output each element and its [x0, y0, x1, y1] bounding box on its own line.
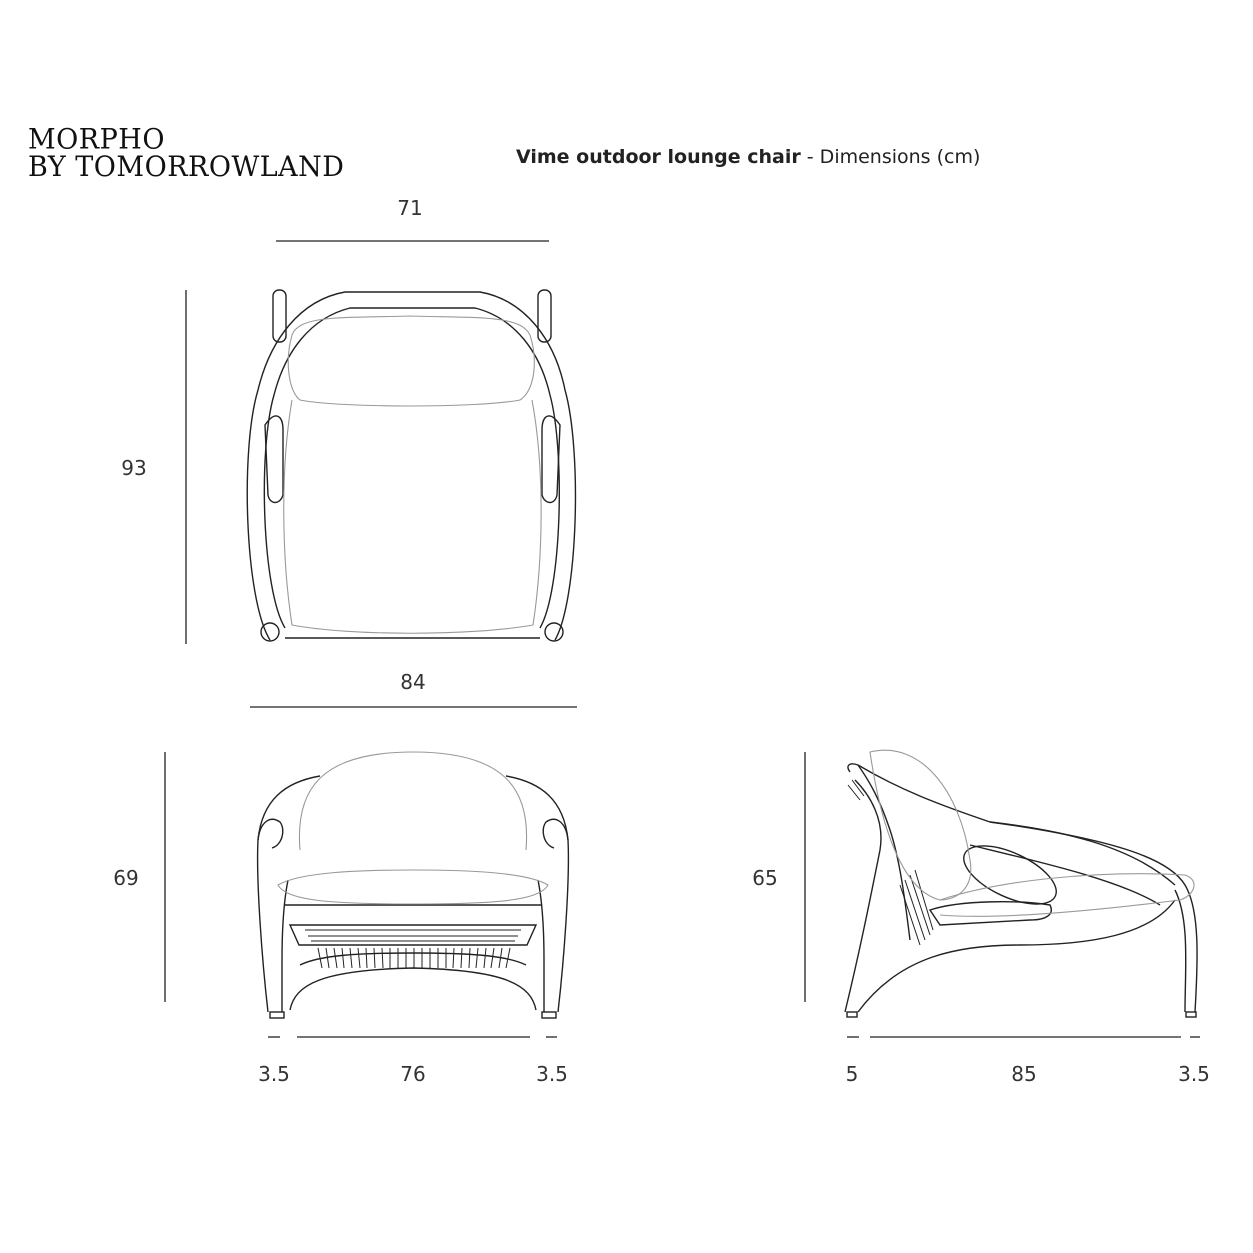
- product-name: Vime outdoor lounge chair: [516, 146, 801, 168]
- chair-side-view: [844, 763, 1198, 1018]
- side-view-webbing: [847, 779, 934, 946]
- side-view-depth-label: 85: [1011, 1062, 1037, 1086]
- front-view-left-offset-label: 3.5: [258, 1062, 290, 1086]
- brand-line-1: MORPHO: [28, 123, 165, 157]
- front-view-right-offset-label: 3.5: [536, 1062, 568, 1086]
- top-view-depth-label: 93: [121, 456, 147, 480]
- side-view-height-label: 65: [752, 866, 778, 890]
- title-suffix: - Dimensions (cm): [800, 146, 981, 168]
- side-view-left-offset-label: 5: [845, 1062, 859, 1086]
- brand-logo: MORPHO BY TOMORROWLAND: [28, 123, 345, 184]
- side-view-right-offset-label: 3.5: [1178, 1062, 1210, 1086]
- chair-front-view: [256, 775, 570, 1019]
- front-view-width-label: 84: [400, 670, 426, 694]
- front-view-webbing: [305, 929, 521, 969]
- chair-top-view: [246, 289, 577, 642]
- top-view-width-label: 71: [397, 196, 423, 220]
- front-view-inner-width-label: 76: [400, 1062, 426, 1086]
- front-view-height-label: 69: [113, 866, 139, 890]
- brand-line-2: BY TOMORROWLAND: [28, 150, 345, 184]
- page-title: Vime outdoor lounge chair - Dimensions (…: [516, 146, 980, 168]
